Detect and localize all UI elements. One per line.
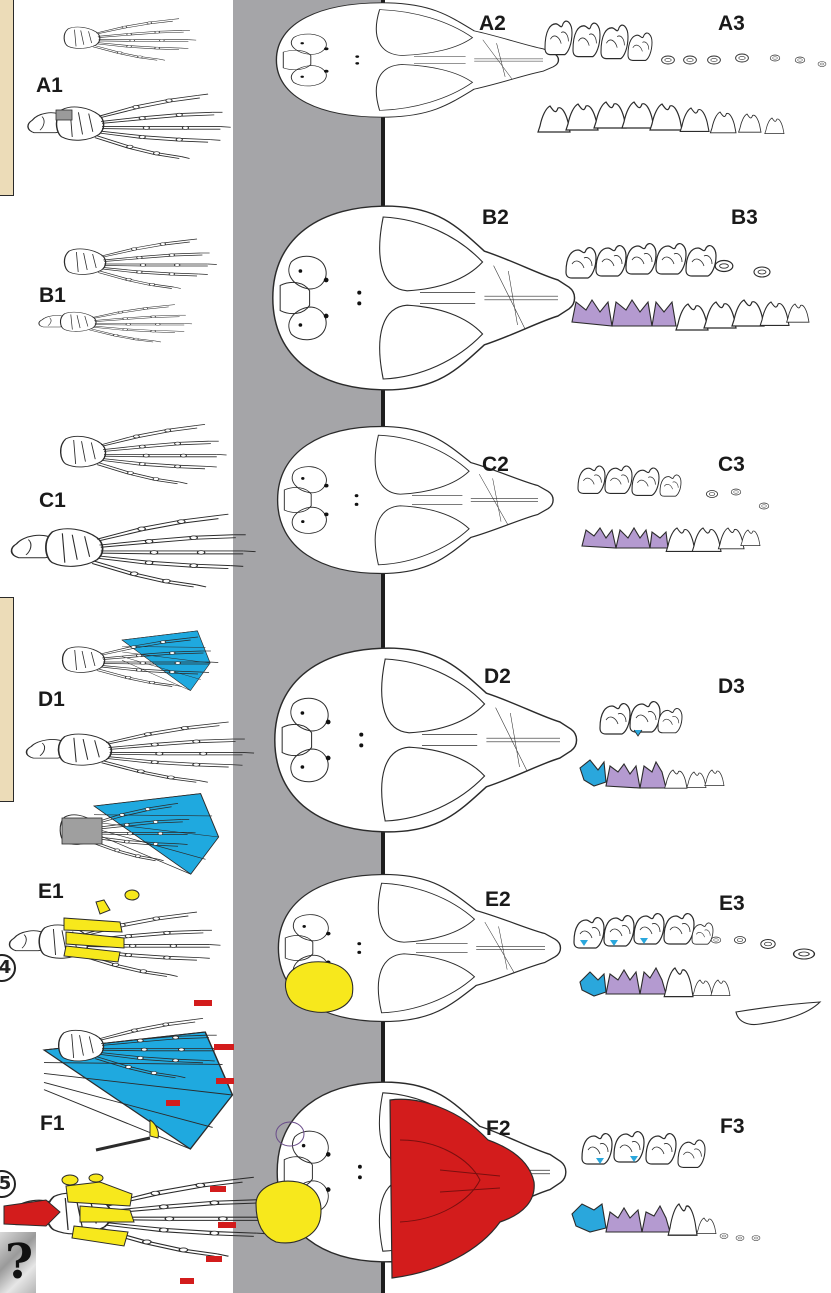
label-a3: A3: [718, 13, 745, 34]
label-d2: D2: [484, 666, 511, 687]
label-f2: F2: [486, 1118, 511, 1139]
corner-question-mark: ?: [0, 1232, 36, 1293]
label-e2: E2: [485, 889, 511, 910]
label-d1: D1: [38, 689, 65, 710]
label-f1: F1: [40, 1113, 65, 1134]
label-f3: F3: [720, 1116, 745, 1137]
label-e1: E1: [38, 881, 64, 902]
label-e3: E3: [719, 893, 745, 914]
skull-e2: [278, 875, 560, 1022]
label-c3: C3: [718, 454, 745, 475]
teeth-d3: [580, 702, 724, 789]
teeth-b3: [566, 244, 809, 330]
label-a1: A1: [36, 75, 63, 96]
teeth-a3: [538, 21, 826, 133]
skull-b2: [273, 206, 575, 390]
label-a2: A2: [479, 13, 506, 34]
skull-d2: [275, 648, 577, 832]
forelimb-e1: [9, 794, 234, 1149]
label-b2: B2: [482, 207, 509, 228]
label-b3: B3: [731, 207, 758, 228]
label-c2: C2: [482, 454, 509, 475]
label-d3: D3: [718, 676, 745, 697]
label-b1: B1: [39, 285, 66, 306]
skull-a2: [276, 3, 558, 117]
teeth-f3: [572, 1132, 760, 1241]
label-c1: C1: [39, 490, 66, 511]
skull-c2: [278, 427, 554, 574]
teeth-e3: [574, 914, 820, 1025]
teeth-c3: [578, 466, 769, 551]
